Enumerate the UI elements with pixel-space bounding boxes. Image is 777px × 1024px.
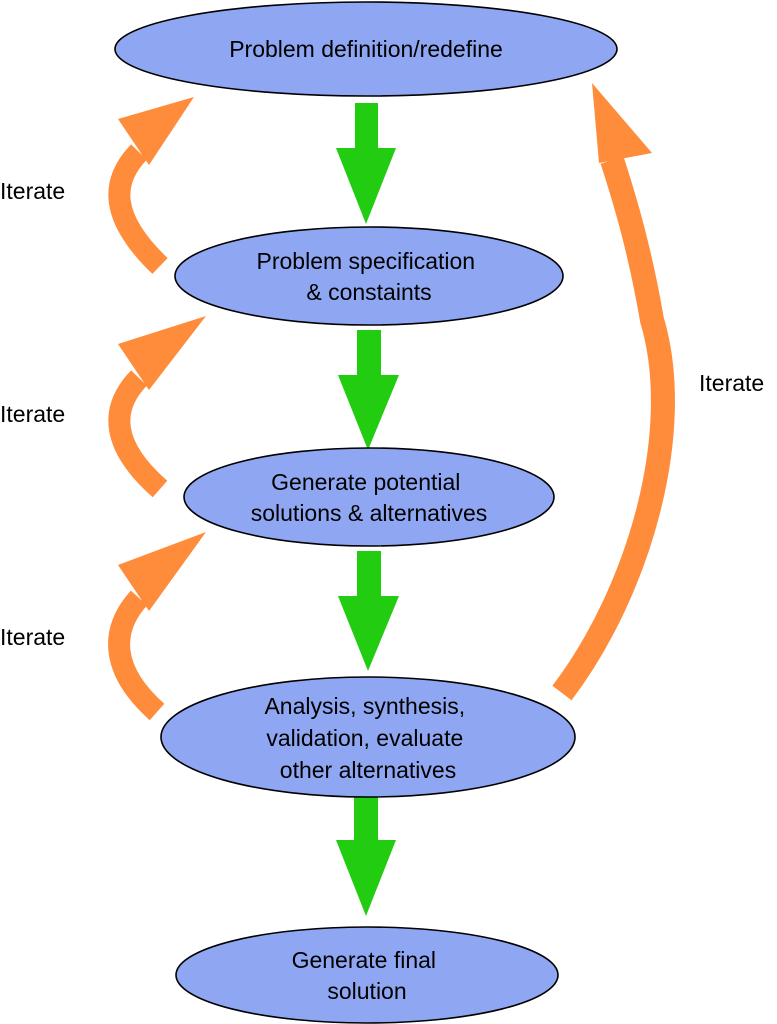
node-label-line: & constaints bbox=[306, 279, 431, 305]
forward-arrow-4 bbox=[336, 795, 396, 916]
node-label-line: other alternatives bbox=[280, 757, 456, 783]
iterate-arrow-long bbox=[552, 83, 675, 701]
node-generate-solutions: Generate potential solutions & alternati… bbox=[183, 447, 555, 547]
node-problem-definition: Problem definition/redefine bbox=[114, 1, 618, 97]
iterate-arrow-3 bbox=[108, 532, 206, 721]
svg-text:Problem specification &: Problem specification & constaints bbox=[257, 248, 482, 305]
iterate-label-1: Iterate bbox=[0, 178, 65, 204]
node-problem-specification: Problem specification & constaints bbox=[174, 226, 564, 326]
node-label-line: Generate final bbox=[292, 947, 436, 973]
svg-text:Generate potential solut: Generate potential solutions & alternati… bbox=[251, 469, 488, 526]
node-label-line: solutions & alternatives bbox=[251, 500, 488, 526]
node-analysis: Analysis, synthesis, validation, evaluat… bbox=[160, 676, 576, 798]
forward-arrows bbox=[336, 103, 399, 916]
node-final-solution: Generate final solution bbox=[175, 926, 559, 1024]
forward-arrow-3 bbox=[338, 551, 399, 671]
node-label-line: Generate potential bbox=[271, 469, 460, 495]
forward-arrow-2 bbox=[338, 330, 399, 450]
node-label-line: Problem specification bbox=[257, 248, 476, 274]
forward-arrow-1 bbox=[336, 103, 396, 224]
node-label-line: Analysis, synthesis, bbox=[264, 693, 465, 719]
svg-text:Analysis, synthesis, val: Analysis, synthesis, validation, evaluat… bbox=[264, 693, 471, 783]
node-label-line: validation, evaluate bbox=[266, 725, 463, 751]
node-label-line: solution bbox=[327, 978, 406, 1004]
iterate-arrow-1 bbox=[108, 97, 194, 274]
iterate-arrows bbox=[108, 83, 675, 721]
svg-text:Problem definition/redefine: Problem definition/redefine bbox=[229, 36, 503, 62]
iterate-label-long: Iterate bbox=[699, 370, 764, 396]
node-label-line: Problem definition/redefine bbox=[229, 36, 503, 62]
iterate-label-3: Iterate bbox=[0, 624, 65, 650]
iterate-arrow-2 bbox=[108, 316, 206, 498]
iterate-label-2: Iterate bbox=[0, 401, 65, 427]
svg-text:Generate final solution: Generate final solution bbox=[292, 947, 443, 1004]
